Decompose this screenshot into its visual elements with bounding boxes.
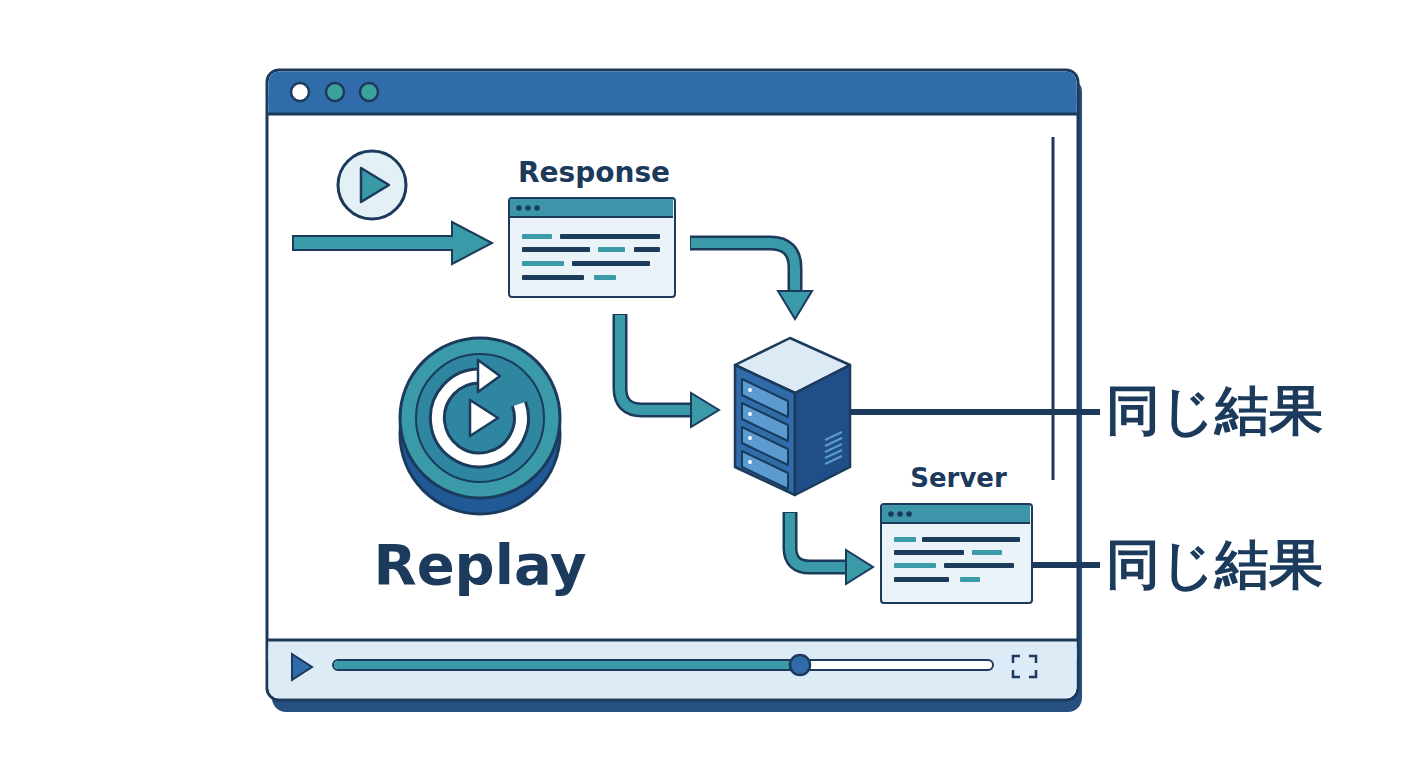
replay-title: Replay	[340, 530, 620, 600]
result-note: 同じ結果	[1106, 381, 1323, 441]
title-bar	[268, 72, 1077, 115]
play-button	[338, 151, 406, 219]
server-symbol	[735, 338, 850, 495]
player-bar	[268, 640, 1077, 698]
leader-line	[1033, 562, 1100, 568]
flow-arrow	[790, 512, 873, 584]
result-note: 同じ結果	[1106, 535, 1323, 595]
scroll-line	[1052, 137, 1055, 480]
window-heading: Response	[470, 155, 718, 190]
flow-arrow	[620, 314, 719, 427]
window-heading: Server	[842, 462, 1075, 495]
response-window: Response	[508, 197, 676, 298]
window-card-art	[882, 505, 1031, 602]
flow-arrow	[293, 222, 492, 264]
browser-window	[267, 70, 1078, 700]
replay-badge: Replay	[380, 330, 580, 610]
leader-line	[850, 409, 1100, 415]
server-window: Server	[880, 503, 1033, 604]
window-card-art	[510, 199, 674, 296]
flow-arrow	[690, 243, 812, 319]
